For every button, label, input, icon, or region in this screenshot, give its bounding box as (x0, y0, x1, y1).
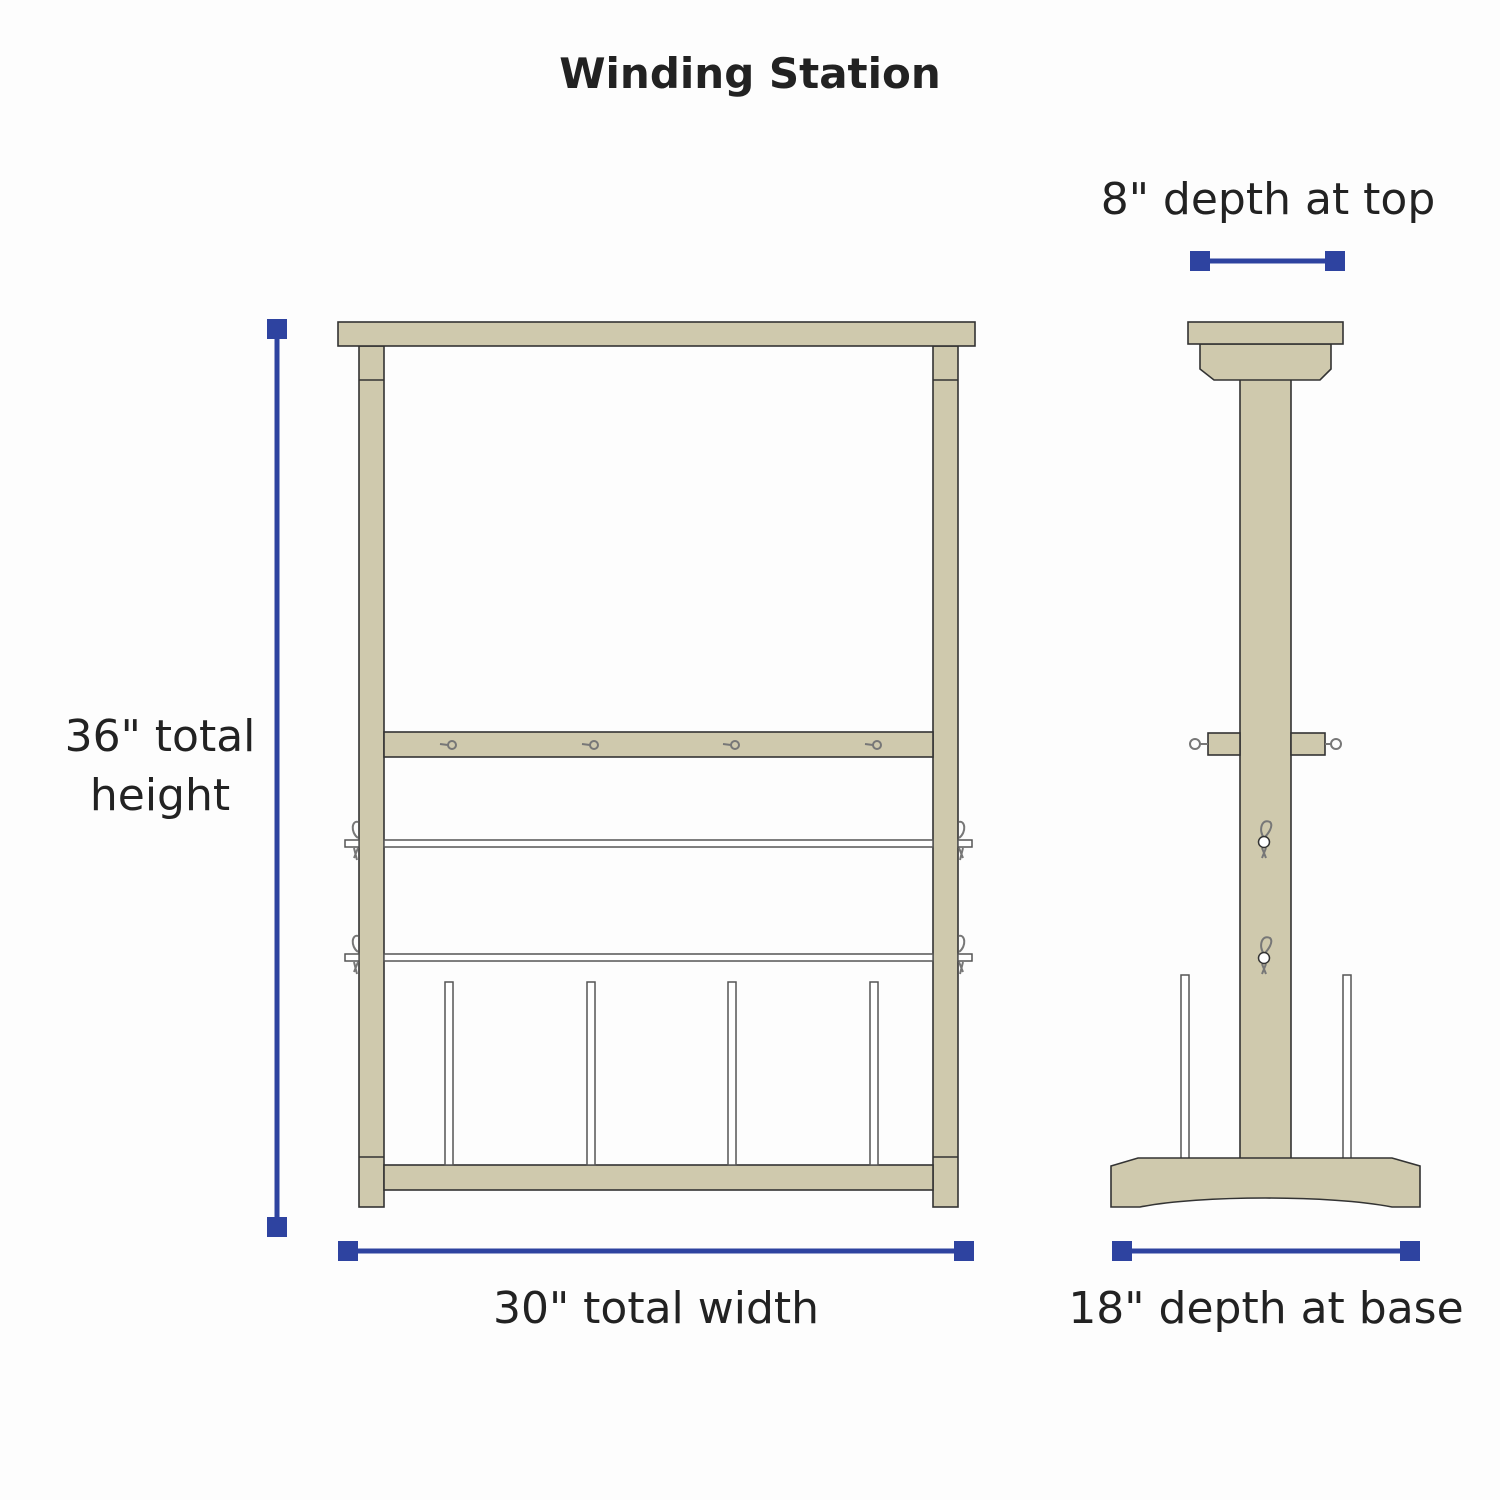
arm-right (1290, 732, 1326, 756)
side-top-board (1187, 321, 1344, 345)
right-leg (932, 345, 959, 1208)
side-hook-icons (1257, 820, 1273, 975)
side-pin-left (1180, 974, 1190, 1161)
arm-left (1207, 732, 1241, 756)
rod-upper (383, 839, 934, 848)
height-label-line1: 36" total (65, 711, 256, 762)
post (1239, 377, 1292, 1161)
top-block (1199, 343, 1332, 381)
height-label-line2: height (90, 770, 230, 821)
left-leg (358, 345, 385, 1208)
top-board (337, 321, 976, 347)
depth-base-label: 18" depth at base (1068, 1283, 1463, 1334)
side-pin-right (1342, 974, 1352, 1161)
vertical-pins (444, 981, 879, 1166)
depth-base-dimension (1112, 1241, 1420, 1261)
depth-top-dimension (1190, 251, 1345, 271)
front-view (337, 321, 976, 1208)
side-view (1110, 321, 1421, 1208)
upper-rail (383, 731, 934, 758)
title: Winding Station (559, 49, 941, 98)
rod-clip-icons (344, 820, 973, 975)
width-label: 30" total width (493, 1283, 819, 1334)
eye-hook-icons (439, 740, 882, 750)
bottom-rail (383, 1164, 934, 1191)
rod-lower (383, 953, 934, 962)
depth-top-label: 8" depth at top (1101, 174, 1436, 225)
height-dimension (267, 319, 287, 1237)
base (1110, 1157, 1421, 1208)
width-dimension (338, 1241, 974, 1261)
